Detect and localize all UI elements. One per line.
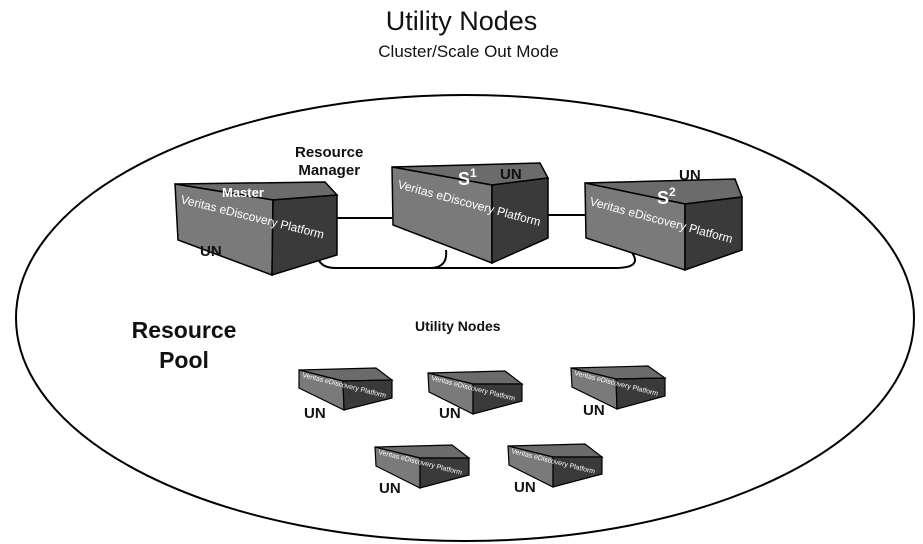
s1-sup: 1 (470, 166, 477, 180)
s2-sup: 2 (669, 185, 676, 199)
s2-label: S2 (657, 185, 676, 208)
resource-pool-ellipse (15, 94, 915, 542)
s2-server-node: S2 Veritas eDiscovery Platform (584, 178, 744, 272)
utility-node-4: Veritas eDiscovery Platform (374, 444, 471, 489)
s2-un-label: UN (679, 167, 701, 184)
utility-node-5-un-label: UN (514, 479, 536, 496)
resource-manager-line-2: Manager (298, 162, 361, 179)
diagram-title: Utility Nodes (385, 6, 538, 36)
s1-server-node: S1 Veritas eDiscovery Platform (391, 162, 550, 265)
utility-node-5: Veritas eDiscovery Platform (507, 443, 604, 488)
utility-node-4-un-label: UN (379, 480, 401, 497)
diagram-subtitle: Cluster/Scale Out Mode (378, 42, 559, 61)
utility-node-3: Veritas eDiscovery Platform (570, 365, 667, 410)
s1-un-label: UN (500, 166, 522, 183)
utility-node-2: Veritas eDiscovery Platform (427, 370, 524, 415)
master-un-label: UN (200, 243, 222, 260)
utility-node-1: Veritas eDiscovery Platform (298, 367, 394, 411)
utility-nodes-group-label: Utility Nodes (415, 318, 501, 334)
resource-pool-line-1: Resource (131, 317, 237, 343)
master-label: Master (222, 185, 264, 200)
s1-label: S1 (458, 166, 477, 189)
resource-manager-line-1: Resource (295, 144, 364, 161)
s2-base: S (657, 188, 669, 208)
resource-pool-label: Resource Pool (124, 315, 244, 375)
resource-pool-line-2: Pool (159, 347, 209, 373)
master-server-node: Master Veritas eDiscovery Platform (174, 181, 339, 277)
utility-node-2-un-label: UN (439, 405, 461, 422)
utility-node-1-un-label: UN (304, 405, 326, 422)
utility-node-3-un-label: UN (583, 402, 605, 419)
s1-base: S (458, 169, 470, 189)
resource-manager-label: Resource Manager (295, 144, 363, 180)
return-branch (429, 249, 448, 269)
